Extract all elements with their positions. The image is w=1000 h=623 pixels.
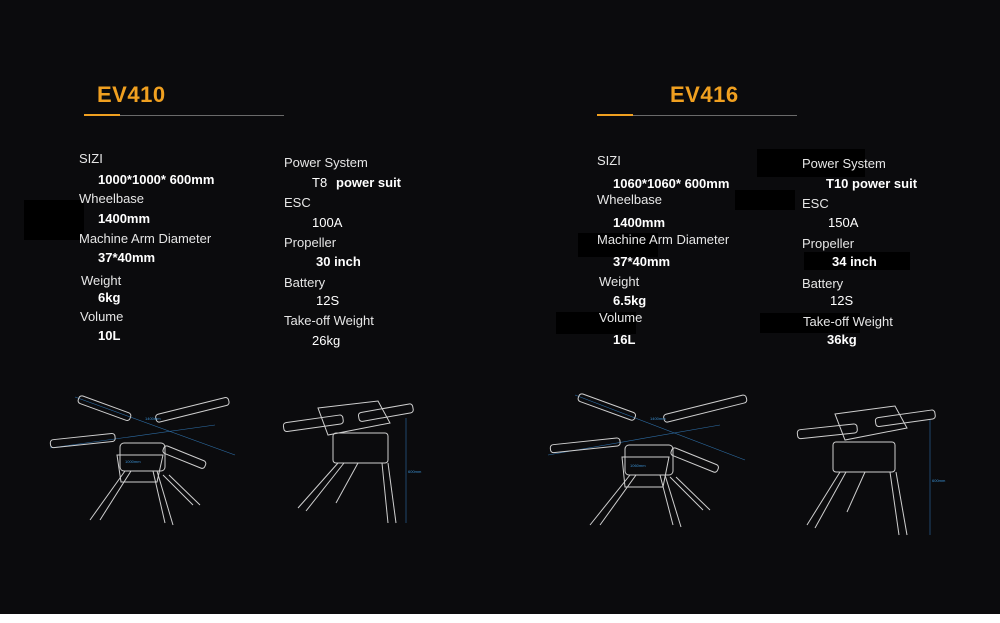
ev410-power-value-prefix: T8 xyxy=(312,175,328,190)
ev410-title-accent xyxy=(84,114,120,116)
shadow-block xyxy=(735,190,795,210)
ev416-drone-side-drawing: 600mm xyxy=(795,400,955,540)
ev410-wheelbase-value: 1400mm xyxy=(98,211,151,226)
ev410-battery-value: 12S xyxy=(316,293,340,308)
svg-text:1400mm: 1400mm xyxy=(145,416,161,421)
ev410-arm-value: 37*40mm xyxy=(98,250,156,265)
ev416-volume-value: 16L xyxy=(613,332,636,347)
ev416-arm-label: Machine Arm Diameter xyxy=(597,232,730,247)
svg-text:1400mm: 1400mm xyxy=(650,416,666,421)
ev410-sizi-value: 1000*1000* 600mm xyxy=(98,172,215,187)
ev416-battery-label: Battery xyxy=(802,276,844,291)
ev416-title-rule xyxy=(597,115,797,116)
ev416-sizi-label: SIZI xyxy=(597,153,621,168)
ev410-esc-label: ESC xyxy=(284,195,311,210)
ev416-weight-value: 6.5kg xyxy=(613,293,647,308)
ev410-sizi-label: SIZI xyxy=(79,151,103,166)
shadow-block xyxy=(578,233,658,257)
ev410-propeller-value: 30 inch xyxy=(316,254,361,269)
ev416-propeller-label: Propeller xyxy=(802,236,855,251)
ev416-esc-value: 150A xyxy=(828,215,859,230)
ev410-title: EV410 xyxy=(97,82,166,107)
ev416-battery-value: 12S xyxy=(830,293,854,308)
ev416-weight-label: Weight xyxy=(599,274,640,289)
shadow-block xyxy=(556,312,636,334)
shadow-block xyxy=(24,200,84,240)
ev416-arm-value: 37*40mm xyxy=(613,254,671,269)
ev410-power-label: Power System xyxy=(284,155,368,170)
ev410-drone-top-drawing: 1400mm 1000mm xyxy=(45,385,245,530)
ev416-title: EV416 xyxy=(670,82,739,107)
ev410-weight-value: 6kg xyxy=(98,290,121,305)
ev410-volume-label: Volume xyxy=(80,309,124,324)
ev416-volume-label: Volume xyxy=(599,310,643,325)
shadow-block xyxy=(804,252,910,270)
ev410-drone-side-drawing: 600mm xyxy=(278,393,438,533)
shadow-block xyxy=(757,149,865,177)
ev410-takeoff-label: Take-off Weight xyxy=(284,313,374,328)
ev410-arm-label: Machine Arm Diameter xyxy=(79,231,212,246)
svg-text:600mm: 600mm xyxy=(932,478,946,483)
ev416-esc-label: ESC xyxy=(802,196,829,211)
svg-text:1060mm: 1060mm xyxy=(630,463,646,468)
ev416-takeoff-value: 36kg xyxy=(827,332,857,347)
ev416-propeller-value: 34 inch xyxy=(832,254,877,269)
svg-text:600mm: 600mm xyxy=(408,469,422,474)
shadow-block xyxy=(760,313,860,333)
ev410-takeoff-value: 26kg xyxy=(312,333,341,348)
ev410-battery-label: Battery xyxy=(284,275,326,290)
ev410-title-rule xyxy=(84,115,284,116)
ev410-weight-label: Weight xyxy=(81,273,122,288)
ev410-esc-value: 100A xyxy=(312,215,343,230)
ev416-power-label: Power System xyxy=(802,156,886,171)
ev410-volume-value: 10L xyxy=(98,328,121,343)
ev416-title-accent xyxy=(597,114,633,116)
bottom-strip xyxy=(0,614,1000,623)
ev410-wheelbase-label: Wheelbase xyxy=(79,191,145,206)
ev416-takeoff-label: Take-off Weight xyxy=(803,314,893,329)
ev416-power-value: T10 power suit xyxy=(826,176,918,191)
ev410-propeller-label: Propeller xyxy=(284,235,337,250)
svg-text:1000mm: 1000mm xyxy=(125,459,141,464)
ev416-drone-top-drawing: 1400mm 1060mm xyxy=(545,385,755,530)
ev410-power-value-suffix: power suit xyxy=(336,175,402,190)
ev416-wheelbase-value: 1400mm xyxy=(613,215,666,230)
ev416-sizi-value: 1060*1060* 600mm xyxy=(613,176,730,191)
ev416-wheelbase-label: Wheelbase xyxy=(597,192,663,207)
